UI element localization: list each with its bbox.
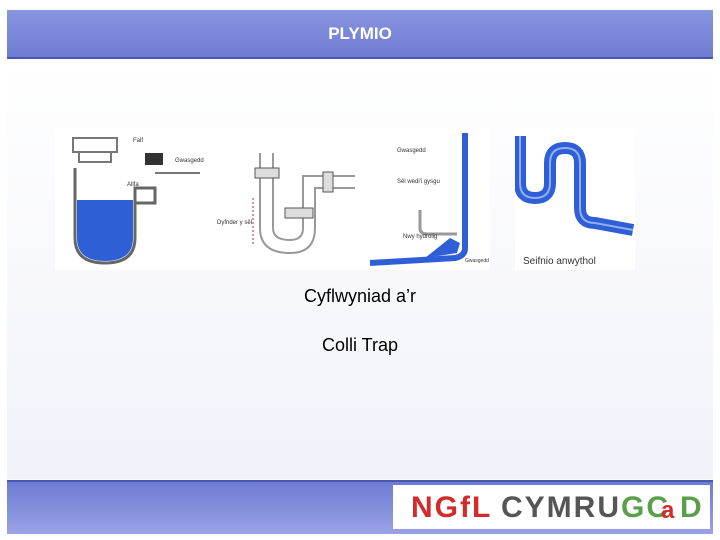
logo-gc: GC bbox=[621, 491, 670, 524]
diagram-label: Allfa bbox=[127, 182, 139, 188]
diagram-label: Seifnio anwythol bbox=[523, 256, 596, 267]
siphonage-diagram: Gwasgedd Sêl wedi'i gysgu Nwy hydrolig G… bbox=[365, 128, 490, 270]
page-title: PLYMIO bbox=[328, 24, 392, 43]
diagram-strip: Falf Gwasgedd Allfa Dyfnder y sêl Gwasge… bbox=[55, 128, 635, 270]
header-bar: PLYMIO bbox=[7, 10, 713, 59]
p-trap-diagram: Dyfnder y sêl bbox=[215, 128, 365, 270]
caption-line-1: Cyflwyniad a’r bbox=[303, 286, 417, 306]
trap-cross-section-diagram: Falf Gwasgedd Allfa bbox=[55, 128, 215, 270]
s-trap-diagram: Seifnio anwythol bbox=[514, 128, 635, 270]
diagram-label: Dyfnder y sêl bbox=[217, 220, 252, 226]
ngfl-logo: NGfL CYMRU GC a D bbox=[393, 485, 710, 529]
caption-line-2: Colli Trap bbox=[321, 335, 399, 355]
logo-d: D bbox=[680, 491, 704, 524]
diagram-label: Gwasgedd bbox=[465, 258, 489, 264]
diagram-label: Gwasgedd bbox=[175, 158, 204, 164]
diagram-label: Nwy hydrolig bbox=[403, 234, 437, 240]
logo-a: a bbox=[661, 497, 677, 524]
diagram-label: Sêl wedi'i gysgu bbox=[397, 179, 440, 185]
diagram-label: Falf bbox=[133, 138, 143, 144]
diagram-label: Gwasgedd bbox=[397, 148, 426, 154]
logo-cymru: CYMRU bbox=[501, 491, 621, 524]
logo-ngfl: NGfL bbox=[411, 491, 493, 524]
